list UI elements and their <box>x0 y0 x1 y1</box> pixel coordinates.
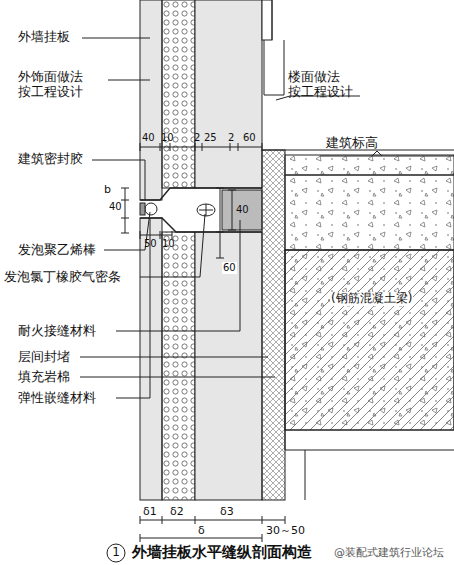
dimension: δ <box>198 525 205 538</box>
part-label: 发泡聚乙烯棒 <box>18 243 96 258</box>
part-label: 弹性嵌缝材料 <box>18 391 96 406</box>
dimension: 25 <box>204 132 217 144</box>
dimension: δ1 <box>143 506 157 519</box>
dimension: 30～50 <box>266 525 305 538</box>
part-label: (钢筋混凝土梁) <box>330 292 413 306</box>
dimension: δ2 <box>170 506 184 519</box>
dimension: b <box>104 184 111 197</box>
dimension: 60 <box>243 132 256 144</box>
dimension: 40 <box>236 204 249 216</box>
dimension: 40 <box>109 201 122 213</box>
dimension: 60 <box>222 262 237 274</box>
dimension: 10 <box>161 132 174 144</box>
part-label: 耐火接缝材料 <box>18 324 96 339</box>
dimension: 2 <box>228 132 234 144</box>
dimension: 10 <box>162 238 175 250</box>
part-label: 建筑密封胶 <box>18 152 83 167</box>
watermark: @装配式建筑行业论坛 <box>334 547 444 560</box>
dimension: 40 <box>142 132 155 144</box>
part-label: 填充岩棉 <box>18 370 70 385</box>
drawing-title: 外墙挂板水平缝纵剖面构造 <box>132 544 312 561</box>
part-label: 外饰面做法 按工程设计 <box>18 70 91 100</box>
dimension: 50 <box>144 238 157 250</box>
callout-number: 1 <box>112 546 120 560</box>
dimension: δ3 <box>220 506 234 519</box>
part-label: 发泡氯丁橡胶气密条 <box>4 270 121 285</box>
part-label: 建筑标高 <box>326 136 378 151</box>
part-label: 楼面做法 按工程设计 <box>288 70 361 100</box>
part-label: 外墙挂板 <box>18 30 70 45</box>
part-label: 层间封堵 <box>18 350 70 365</box>
dimension: 2 <box>194 132 200 144</box>
